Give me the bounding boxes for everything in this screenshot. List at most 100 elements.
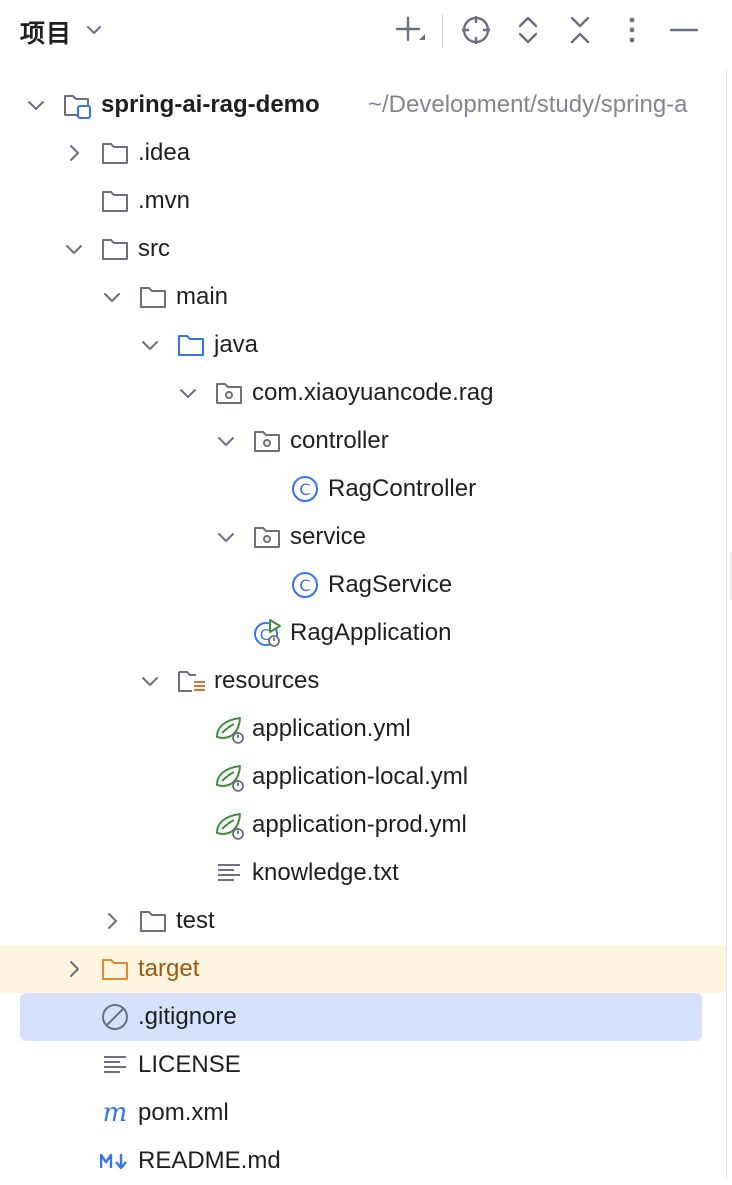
spring-config-icon bbox=[216, 765, 244, 792]
tree-item-knowledge-txt[interactable]: knowledge.txt bbox=[0, 849, 726, 897]
java-class-icon: C bbox=[292, 572, 318, 598]
text-file-icon bbox=[218, 864, 240, 881]
tree-item-path: ~/Development/study/spring-a bbox=[368, 91, 688, 118]
tree-item-label: RagApplication bbox=[290, 619, 452, 646]
tree-item-application-yml[interactable]: application.yml bbox=[0, 705, 726, 753]
tree-item-rag-service[interactable]: C RagService bbox=[0, 561, 726, 609]
tree-item-controller[interactable]: controller bbox=[0, 417, 726, 465]
tree-item-label: java bbox=[214, 331, 259, 358]
tree-item-label: pom.xml bbox=[138, 1099, 229, 1126]
folder-icon bbox=[102, 143, 128, 164]
tree-item-test[interactable]: test bbox=[0, 897, 726, 945]
add-button[interactable] bbox=[392, 12, 428, 48]
tree-item-label: RagController bbox=[328, 475, 477, 502]
chevron-down-icon[interactable] bbox=[216, 527, 236, 547]
toolbar-separator bbox=[442, 14, 443, 48]
collapse-all-button[interactable] bbox=[562, 12, 598, 48]
svg-text:C: C bbox=[299, 480, 310, 499]
expand-all-button[interactable] bbox=[510, 12, 546, 48]
tree-item-rag-application[interactable]: C RagApplication bbox=[0, 609, 726, 657]
locate-icon bbox=[462, 16, 490, 44]
tree-item-label: service bbox=[290, 523, 367, 550]
resources-folder-icon bbox=[178, 671, 205, 692]
tree-item-label: README.md bbox=[138, 1147, 281, 1174]
tree-item-root[interactable]: spring-ai-rag-demo ~/Development/study/s… bbox=[0, 81, 726, 129]
tree-item-application-prod-yml[interactable]: application-prod.yml bbox=[0, 801, 726, 849]
tree-item-license[interactable]: LICENSE bbox=[0, 1041, 726, 1089]
module-folder-icon bbox=[64, 95, 91, 119]
tree-item-target[interactable]: target bbox=[0, 945, 726, 993]
svg-text:m: m bbox=[103, 1098, 128, 1128]
tree-item-label: RagService bbox=[328, 571, 453, 598]
scrollbar-track[interactable] bbox=[726, 68, 727, 1178]
tree-item-java[interactable]: java bbox=[0, 321, 726, 369]
spring-config-icon bbox=[216, 717, 244, 744]
tree-item-idea[interactable]: .idea bbox=[0, 129, 726, 177]
more-icon bbox=[629, 17, 635, 43]
add-icon bbox=[395, 16, 425, 42]
tree-item-label: com.xiaoyuancode.rag bbox=[252, 379, 494, 406]
minimize-icon bbox=[669, 28, 699, 32]
folder-icon bbox=[102, 191, 128, 212]
tree-item-label: src bbox=[138, 235, 170, 262]
tree-item-readme-md[interactable]: README.md bbox=[0, 1137, 726, 1185]
tree-item-label: main bbox=[176, 283, 229, 310]
options-button[interactable] bbox=[614, 12, 650, 48]
tree-item-main[interactable]: main bbox=[0, 273, 726, 321]
package-icon bbox=[254, 431, 280, 452]
tree-item-label: controller bbox=[290, 427, 389, 454]
project-view-title[interactable]: 项目 bbox=[20, 19, 73, 48]
project-tool-window-header: 项目 bbox=[0, 0, 732, 62]
tree-item-application-local-yml[interactable]: application-local.yml bbox=[0, 753, 726, 801]
tree-item-label: application-local.yml bbox=[252, 763, 469, 790]
package-icon bbox=[216, 383, 242, 404]
tree-item-label: .gitignore bbox=[138, 1003, 237, 1030]
tree-item-mvn[interactable]: .mvn bbox=[0, 177, 726, 225]
tree-item-label: application-prod.yml bbox=[252, 811, 467, 838]
tree-item-label: LICENSE bbox=[138, 1051, 241, 1078]
package-icon bbox=[254, 527, 280, 548]
select-opened-file-button[interactable] bbox=[458, 12, 494, 48]
maven-icon: m bbox=[103, 1098, 128, 1128]
expand-all-icon bbox=[518, 16, 538, 44]
tree-item-label: spring-ai-rag-demo bbox=[101, 91, 320, 118]
chevron-down-icon[interactable] bbox=[84, 20, 104, 40]
spring-config-icon bbox=[216, 813, 244, 840]
tree-item-src[interactable]: src bbox=[0, 225, 726, 273]
svg-text:C: C bbox=[299, 576, 310, 595]
tree-item-pom-xml[interactable]: m pom.xml bbox=[0, 1089, 726, 1137]
chevron-right-icon[interactable] bbox=[102, 911, 122, 931]
chevron-down-icon[interactable] bbox=[64, 239, 84, 259]
tree-item-label: resources bbox=[214, 667, 320, 694]
ignored-file-icon bbox=[102, 1004, 128, 1030]
folder-icon bbox=[140, 911, 166, 932]
chevron-right-icon[interactable] bbox=[64, 959, 84, 979]
tree-item-label: knowledge.txt bbox=[252, 859, 399, 886]
tree-item-label: .mvn bbox=[138, 187, 191, 214]
tree-item-rag-controller[interactable]: C RagController bbox=[0, 465, 726, 513]
folder-icon bbox=[140, 287, 166, 308]
scrollbar-thumb[interactable] bbox=[730, 552, 732, 600]
chevron-down-icon[interactable] bbox=[26, 95, 46, 115]
tree-item-label: application.yml bbox=[252, 715, 411, 742]
hide-button[interactable] bbox=[666, 12, 702, 48]
markdown-icon bbox=[100, 1153, 127, 1170]
svg-text:C: C bbox=[260, 626, 270, 644]
chevron-down-icon[interactable] bbox=[178, 383, 198, 403]
tree-item-package[interactable]: com.xiaoyuancode.rag bbox=[0, 369, 726, 417]
tree-item-service[interactable]: service bbox=[0, 513, 726, 561]
chevron-down-icon[interactable] bbox=[216, 431, 236, 451]
spring-boot-class-icon: C bbox=[254, 619, 281, 647]
chevron-right-icon[interactable] bbox=[64, 143, 84, 163]
chevron-down-icon[interactable] bbox=[102, 287, 122, 307]
tree-item-label: target bbox=[138, 955, 200, 982]
text-file-icon bbox=[104, 1056, 126, 1073]
tree-item-gitignore[interactable]: .gitignore bbox=[20, 993, 702, 1041]
java-class-icon: C bbox=[292, 476, 318, 502]
excluded-folder-icon bbox=[102, 959, 128, 980]
chevron-down-icon[interactable] bbox=[140, 671, 160, 691]
folder-icon bbox=[102, 239, 128, 260]
chevron-down-icon[interactable] bbox=[140, 335, 160, 355]
tree-item-resources[interactable]: resources bbox=[0, 657, 726, 705]
tree-item-label: test bbox=[176, 907, 215, 934]
